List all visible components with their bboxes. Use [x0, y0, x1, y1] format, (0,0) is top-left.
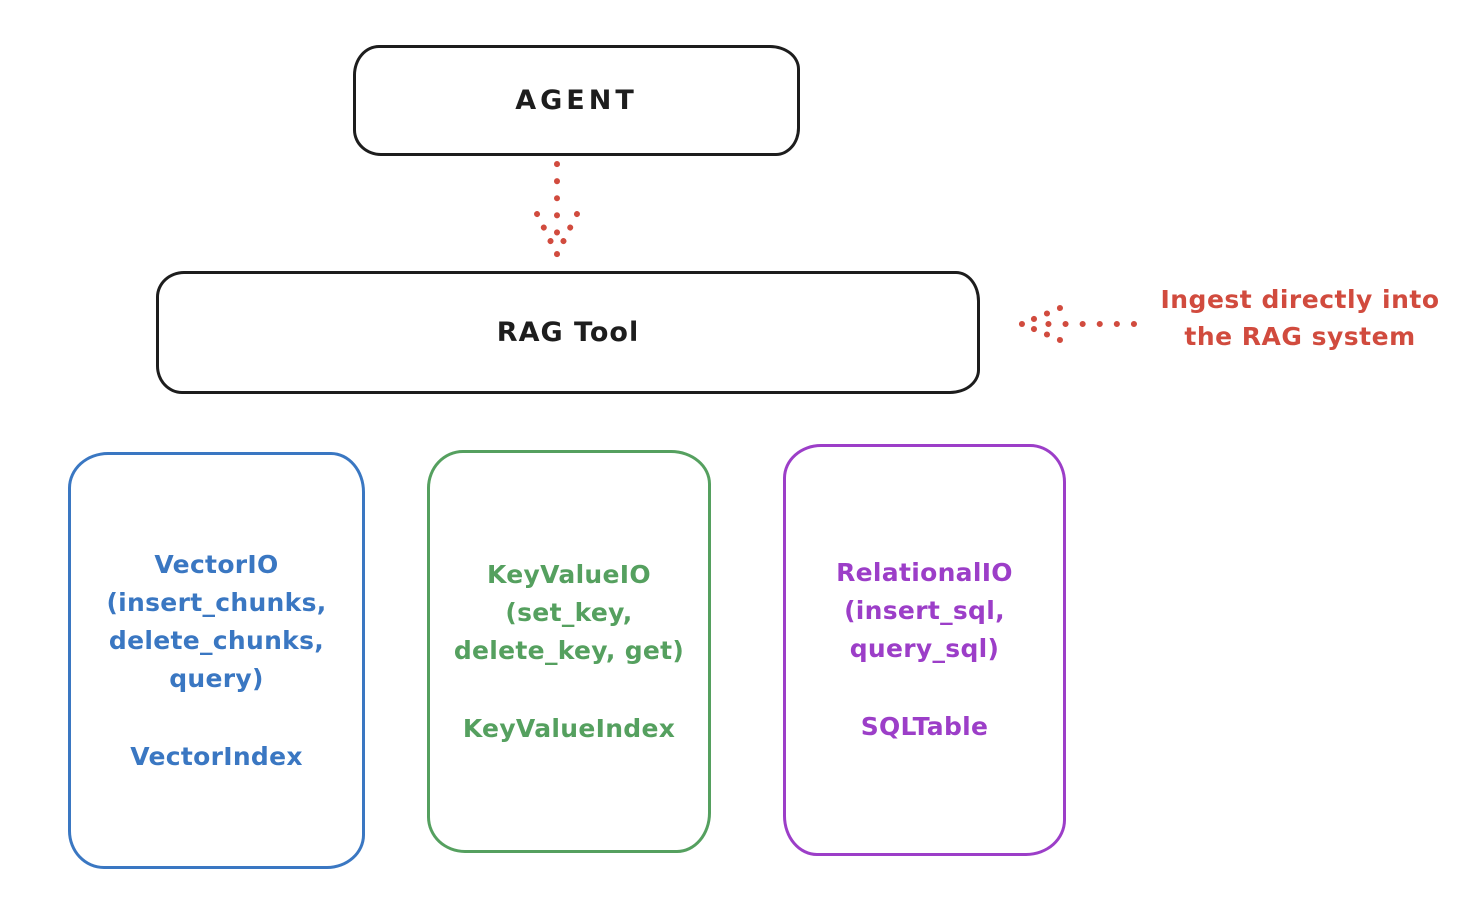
vector-io-line: query)	[169, 663, 264, 693]
vector-io-methods: VectorIO (insert_chunks, delete_chunks, …	[106, 546, 326, 698]
keyvalue-io-line: KeyValueIO	[487, 559, 651, 589]
annotation-line-2: the RAG system	[1184, 322, 1416, 351]
node-vector-io: VectorIO (insert_chunks, delete_chunks, …	[68, 452, 365, 869]
annotation-text: Ingest directly into the RAG system	[1125, 281, 1475, 355]
node-keyvalue-io: KeyValueIO (set_key, delete_key, get) Ke…	[427, 450, 711, 853]
keyvalue-io-line: (set_key,	[505, 597, 633, 627]
vector-io-line: (insert_chunks,	[106, 587, 327, 617]
keyvalue-index-label: KeyValueIndex	[462, 713, 676, 743]
annotation-line-1: Ingest directly into	[1160, 285, 1440, 314]
vector-index-label: VectorIndex	[130, 741, 303, 771]
vector-io-line: VectorIO	[154, 549, 279, 579]
agent-to-rag-arrow	[534, 161, 580, 258]
vector-io-line: delete_chunks,	[108, 625, 325, 655]
keyvalue-io-line: delete_key, get)	[453, 635, 685, 665]
relational-io-methods: RelationalIO (insert_sql, query_sql)	[836, 554, 1013, 668]
annotation-to-rag-arrow	[1018, 305, 1137, 343]
keyvalue-io-methods: KeyValueIO (set_key, delete_key, get)	[454, 556, 684, 670]
node-relational-io: RelationalIO (insert_sql, query_sql) SQL…	[783, 444, 1066, 856]
sql-table-label: SQLTable	[860, 712, 989, 741]
relational-io-line: query_sql)	[849, 634, 1000, 663]
node-rag-tool-label: RAG Tool	[496, 317, 640, 348]
node-agent-label: AGENT	[515, 85, 638, 116]
relational-io-line: RelationalIO	[836, 558, 1013, 587]
node-agent: AGENT	[353, 45, 800, 156]
node-rag-tool: RAG Tool	[156, 271, 980, 394]
relational-io-line: (insert_sql,	[844, 596, 1005, 625]
